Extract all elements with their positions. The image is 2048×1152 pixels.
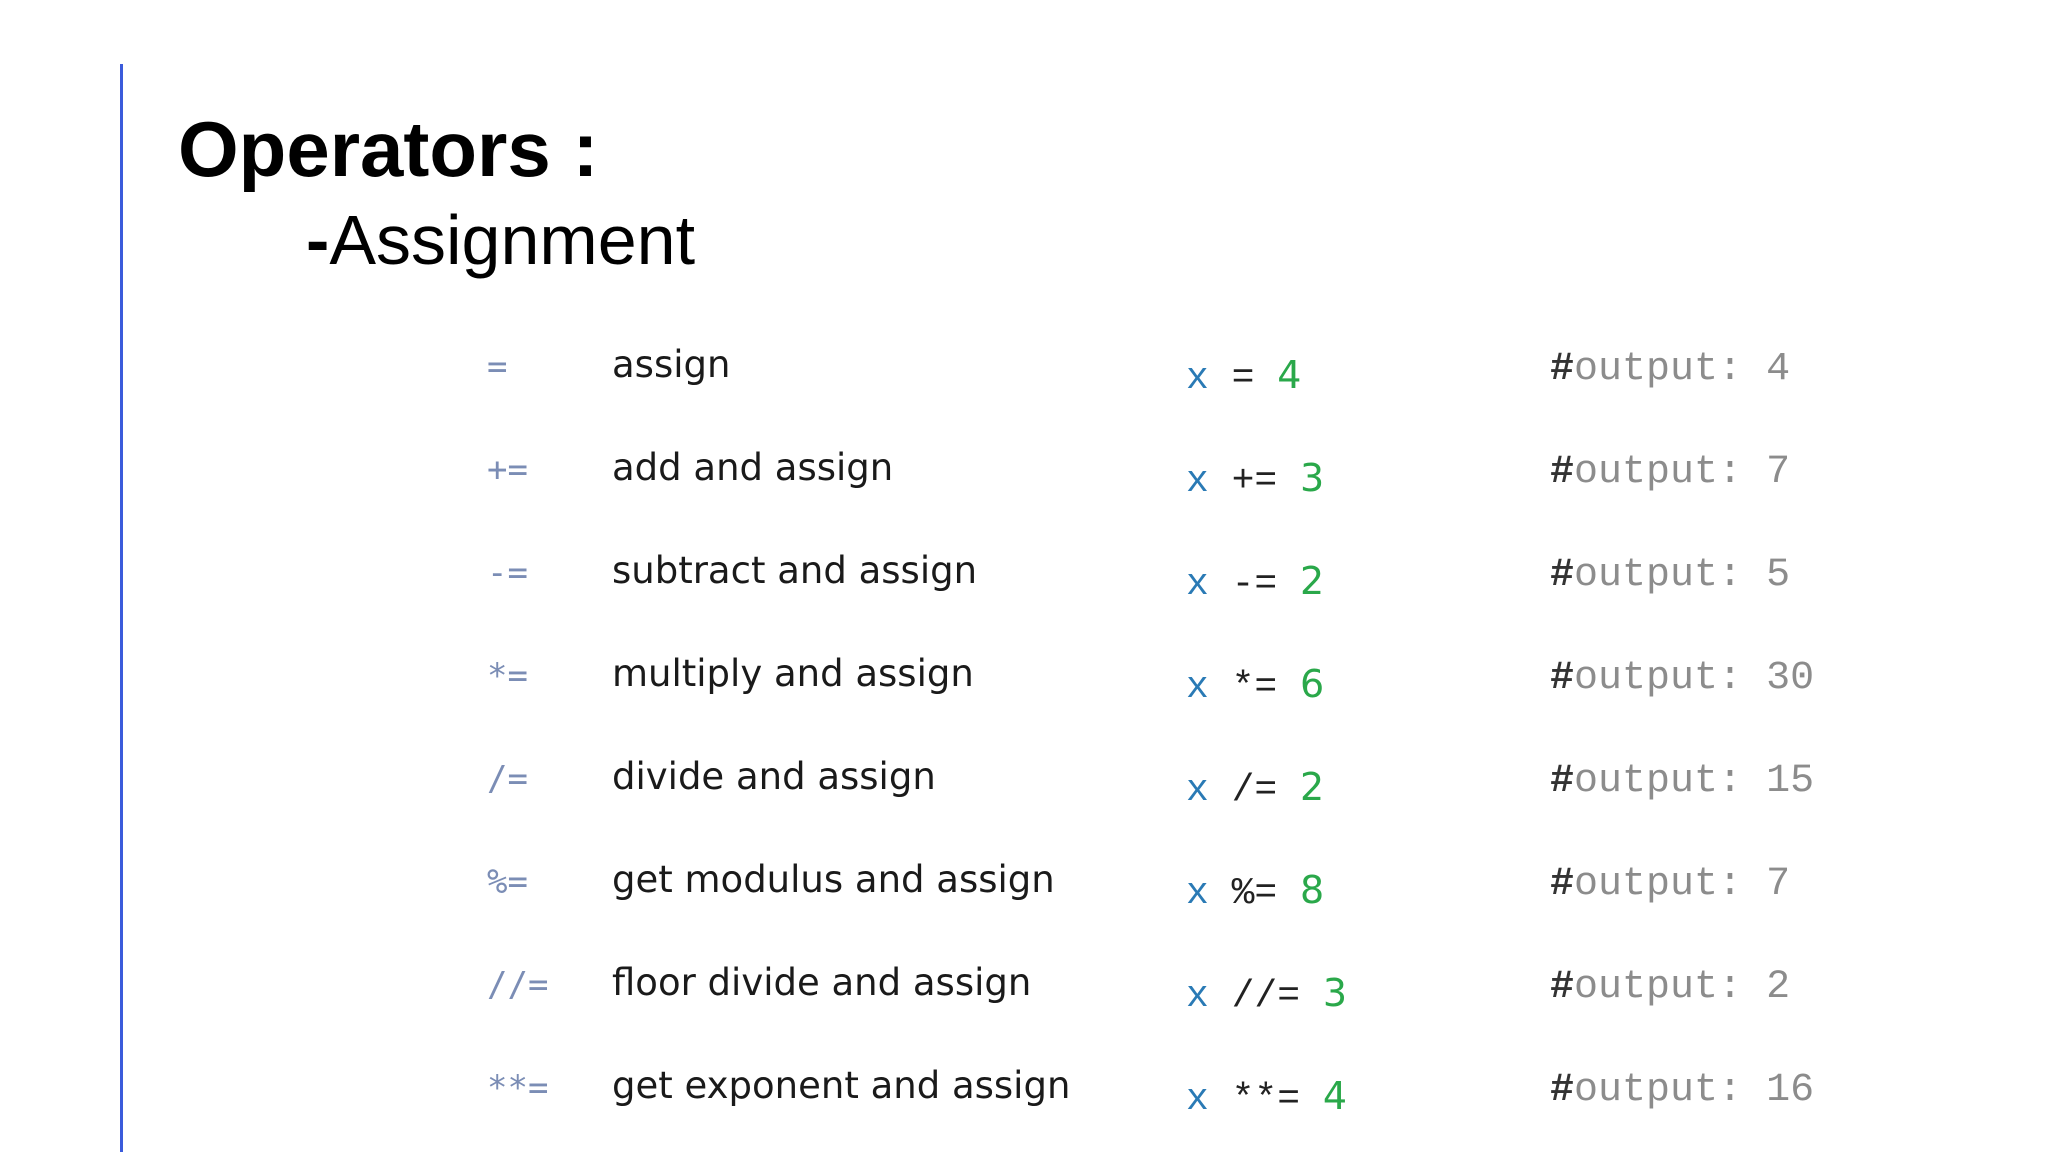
operator-row-subtract-assign: -= subtract and assign x -= 2 #output: 5 [0, 549, 2048, 609]
operator-description: get exponent and assign [612, 1064, 1071, 1107]
subtitle-dash: - [306, 201, 330, 279]
example-variable: x [1186, 769, 1209, 812]
operator-symbol: *= [487, 656, 528, 696]
example-operator: -= [1231, 563, 1278, 606]
example-variable: x [1186, 357, 1209, 400]
output-label: output: [1574, 656, 1743, 701]
operator-description: get modulus and assign [612, 858, 1055, 901]
code-example: x += 3 [1186, 456, 1324, 503]
subtitle-text: Assignment [329, 201, 696, 279]
output-value: 15 [1766, 759, 1815, 804]
example-operator: //= [1231, 975, 1301, 1018]
example-value: 2 [1300, 765, 1325, 809]
operator-row-add-assign: += add and assign x += 3 #output: 7 [0, 446, 2048, 506]
example-value: 3 [1300, 456, 1325, 500]
example-value: 4 [1277, 353, 1302, 397]
operator-description: assign [612, 343, 731, 386]
operator-row-divide-assign: /= divide and assign x /= 2 #output: 15 [0, 755, 2048, 815]
output-label: output: [1574, 965, 1743, 1010]
hash-symbol: # [1550, 450, 1575, 495]
hash-symbol: # [1550, 656, 1575, 701]
example-operator: **= [1231, 1078, 1301, 1121]
output-value: 30 [1766, 656, 1815, 701]
code-example: x = 4 [1186, 353, 1301, 400]
example-value: 3 [1322, 971, 1348, 1015]
operator-symbol: += [487, 450, 528, 490]
operator-row-modulus-assign: %= get modulus and assign x %= 8 #output… [0, 858, 2048, 918]
output-value: 16 [1766, 1068, 1815, 1113]
example-value: 4 [1322, 1074, 1348, 1118]
output-comment: #output: 7 [1550, 450, 1790, 495]
example-operator: %= [1231, 872, 1278, 915]
operator-description: subtract and assign [612, 549, 978, 592]
operator-description: multiply and assign [612, 652, 974, 695]
operator-description: divide and assign [612, 755, 936, 798]
example-operator: += [1231, 460, 1278, 503]
hash-symbol: # [1550, 1068, 1575, 1113]
slide-subtitle: -Assignment [306, 205, 695, 275]
slide-left-rule [120, 64, 123, 1152]
example-variable: x [1186, 563, 1209, 606]
hash-symbol: # [1550, 347, 1575, 392]
code-example: x *= 6 [1186, 662, 1324, 709]
output-comment: #output: 4 [1550, 347, 1790, 392]
hash-symbol: # [1550, 965, 1575, 1010]
operator-row-assign: = assign x = 4 #output: 4 [0, 343, 2048, 403]
hash-symbol: # [1550, 553, 1575, 598]
output-value: 5 [1766, 553, 1791, 598]
code-example: x %= 8 [1186, 868, 1324, 915]
example-operator: *= [1231, 666, 1278, 709]
operator-row-multiply-assign: *= multiply and assign x *= 6 #output: 3… [0, 652, 2048, 712]
example-variable: x [1186, 460, 1209, 503]
output-label: output: [1574, 862, 1743, 907]
output-value: 7 [1766, 450, 1791, 495]
example-value: 2 [1300, 559, 1325, 603]
operator-symbol: %= [487, 862, 528, 902]
output-value: 7 [1766, 862, 1791, 907]
operator-description: floor divide and assign [612, 961, 1032, 1004]
output-comment: #output: 16 [1550, 1068, 1814, 1113]
hash-symbol: # [1550, 759, 1575, 804]
operator-row-exponent-assign: **= get exponent and assign x **= 4 #out… [0, 1064, 2048, 1124]
operator-row-floor-divide-assign: //= floor divide and assign x //= 3 #out… [0, 961, 2048, 1021]
example-variable: x [1186, 872, 1209, 915]
output-comment: #output: 30 [1550, 656, 1814, 701]
output-comment: #output: 15 [1550, 759, 1814, 804]
operator-symbol: //= [487, 965, 549, 1005]
code-example: x **= 4 [1186, 1074, 1347, 1121]
example-operator: = [1231, 357, 1255, 400]
output-label: output: [1574, 759, 1743, 804]
example-variable: x [1186, 975, 1209, 1018]
example-value: 6 [1300, 662, 1325, 706]
example-variable: x [1186, 1078, 1209, 1121]
output-value: 2 [1766, 965, 1791, 1010]
operator-symbol: /= [487, 759, 528, 799]
output-label: output: [1574, 553, 1743, 598]
operator-symbol: -= [487, 553, 528, 593]
output-comment: #output: 2 [1550, 965, 1790, 1010]
code-example: x /= 2 [1186, 765, 1324, 812]
output-label: output: [1574, 1068, 1743, 1113]
operator-symbol: **= [487, 1068, 549, 1108]
hash-symbol: # [1550, 862, 1575, 907]
output-comment: #output: 7 [1550, 862, 1790, 907]
output-value: 4 [1766, 347, 1791, 392]
operator-symbol: = [487, 347, 508, 387]
operator-description: add and assign [612, 446, 894, 489]
example-variable: x [1186, 666, 1209, 709]
example-operator: /= [1231, 769, 1278, 812]
output-label: output: [1574, 450, 1743, 495]
code-example: x //= 3 [1186, 971, 1347, 1018]
output-label: output: [1574, 347, 1743, 392]
output-comment: #output: 5 [1550, 553, 1790, 598]
example-value: 8 [1300, 868, 1325, 912]
slide-title: Operators : [178, 105, 599, 193]
code-example: x -= 2 [1186, 559, 1324, 606]
